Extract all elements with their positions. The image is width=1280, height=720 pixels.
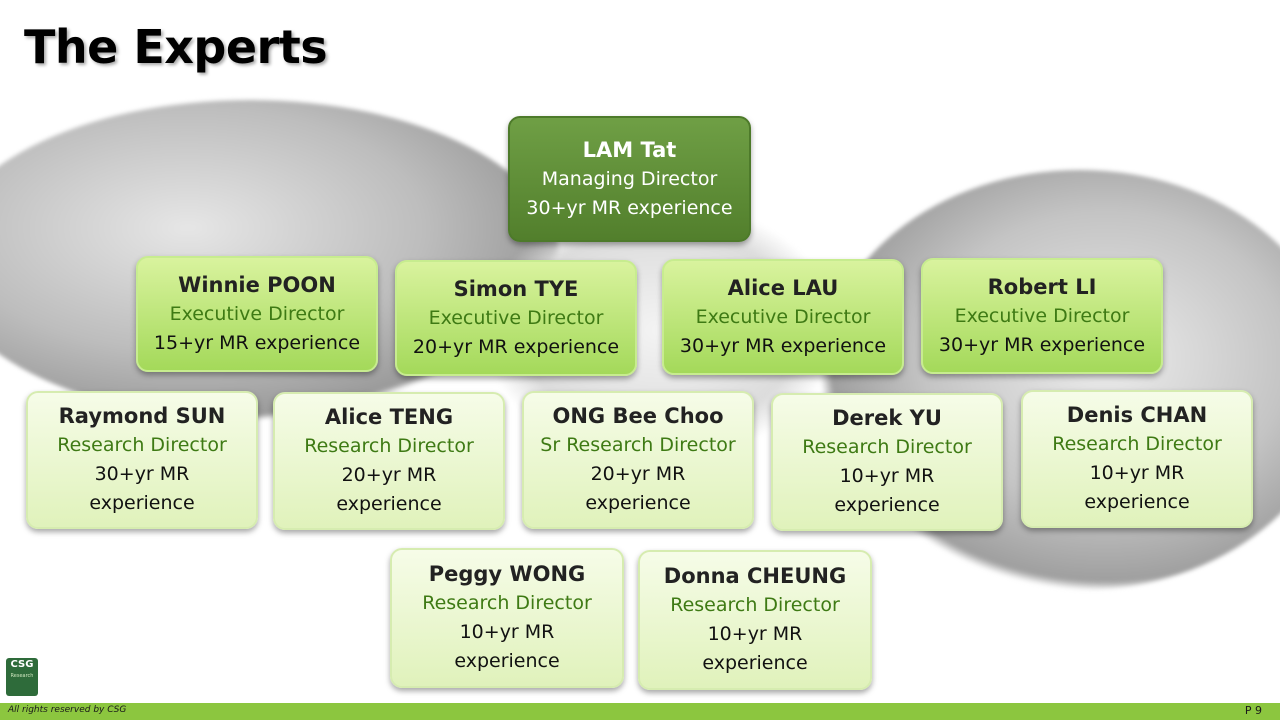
card-experience-suffix: experience	[336, 493, 442, 515]
card-role: Managing Director	[541, 167, 718, 190]
card-research-director: Donna CHEUNG Research Director 10+yr MR …	[638, 550, 872, 690]
card-role: Executive Director	[954, 304, 1130, 327]
card-experience: 10+yr MR	[839, 465, 935, 487]
csg-logo: CSG Research	[6, 658, 38, 696]
card-executive-director: Robert LI Executive Director 30+yr MR ex…	[921, 258, 1163, 374]
card-experience: 30+yr MR experience	[526, 196, 733, 219]
card-name: Alice TENG	[324, 405, 454, 429]
card-name: Donna CHEUNG	[663, 564, 847, 588]
page-number: P 9	[1244, 704, 1262, 717]
card-name: Alice LAU	[727, 275, 839, 300]
card-role: Research Director	[422, 592, 592, 614]
card-name: Denis CHAN	[1066, 403, 1208, 427]
card-role: Sr Research Director	[540, 434, 736, 456]
card-experience: 30+yr MR experience	[938, 333, 1146, 356]
card-experience: 20+yr MR experience	[412, 335, 620, 358]
card-experience: 30+yr MR experience	[679, 334, 887, 357]
card-research-director: Alice TENG Research Director 20+yr MR ex…	[273, 392, 505, 530]
card-name: Winnie POON	[178, 272, 336, 297]
card-role: Executive Director	[695, 305, 871, 328]
card-managing-director: LAM Tat Managing Director 30+yr MR exper…	[508, 116, 751, 242]
card-experience-suffix: experience	[454, 650, 560, 672]
card-research-director: ONG Bee Choo Sr Research Director 20+yr …	[522, 391, 754, 529]
copyright-text: All rights reserved by CSG	[8, 705, 127, 715]
card-name: Derek YU	[832, 406, 942, 430]
card-research-director: Denis CHAN Research Director 10+yr MR ex…	[1021, 390, 1253, 528]
card-experience: 30+yr MR	[94, 463, 190, 485]
card-experience: 15+yr MR experience	[153, 331, 361, 354]
card-executive-director: Winnie POON Executive Director 15+yr MR …	[136, 256, 378, 372]
card-experience: 10+yr MR	[459, 621, 555, 643]
card-name: Raymond SUN	[58, 404, 226, 428]
page-title: The Experts	[24, 20, 328, 74]
card-role: Executive Director	[169, 302, 345, 325]
card-role: Executive Director	[428, 306, 604, 329]
card-experience-suffix: experience	[89, 492, 195, 514]
card-experience-suffix: experience	[1084, 491, 1190, 513]
card-executive-director: Alice LAU Executive Director 30+yr MR ex…	[662, 259, 904, 375]
card-name: ONG Bee Choo	[552, 404, 724, 428]
card-experience-suffix: experience	[585, 492, 691, 514]
card-experience-suffix: experience	[834, 494, 940, 516]
card-role: Research Director	[57, 434, 227, 456]
card-research-director: Peggy WONG Research Director 10+yr MR ex…	[390, 548, 624, 688]
card-experience: 10+yr MR	[1089, 462, 1185, 484]
card-experience: 20+yr MR	[590, 463, 686, 485]
card-name: Simon TYE	[453, 276, 579, 301]
card-research-director: Raymond SUN Research Director 30+yr MR e…	[26, 391, 258, 529]
card-role: Research Director	[802, 436, 972, 458]
card-name: Peggy WONG	[428, 562, 586, 586]
card-experience: 20+yr MR	[341, 464, 437, 486]
card-role: Research Director	[670, 594, 840, 616]
footer-bar: All rights reserved by CSG P 9	[0, 703, 1280, 720]
card-experience-suffix: experience	[702, 652, 808, 674]
card-name: LAM Tat	[582, 137, 677, 162]
card-name: Robert LI	[987, 274, 1097, 299]
card-experience: 10+yr MR	[707, 623, 803, 645]
card-executive-director: Simon TYE Executive Director 20+yr MR ex…	[395, 260, 637, 376]
card-role: Research Director	[1052, 433, 1222, 455]
card-role: Research Director	[304, 435, 474, 457]
card-research-director: Derek YU Research Director 10+yr MR expe…	[771, 393, 1003, 531]
